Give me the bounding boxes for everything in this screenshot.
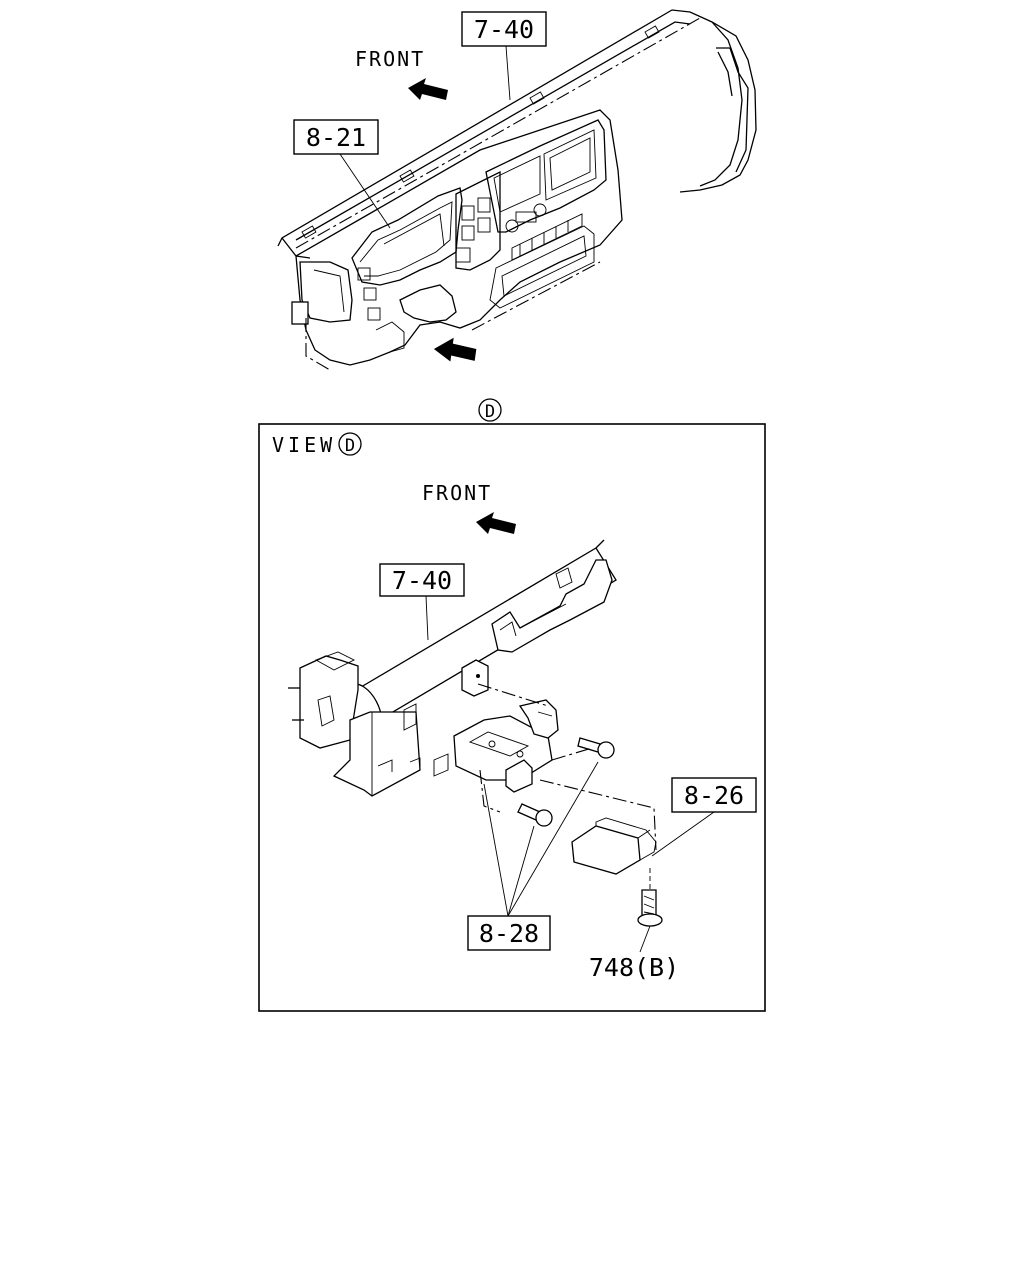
callout-7-40-top-label: 7-40 <box>474 15 534 44</box>
mounting-bracket-illustration <box>433 683 657 851</box>
callout-8-21-label: 8-21 <box>306 123 366 152</box>
front-label: FRONT <box>355 47 425 71</box>
view-marker-detail-letter: D <box>345 436 355 456</box>
dashboard-assembly-illustration <box>277 9 757 371</box>
callout-748b: 748(B) <box>589 925 679 982</box>
view-d-frame <box>258 423 766 1012</box>
front-label-detail: FRONT <box>422 481 492 505</box>
view-d-marker-detail: D <box>338 432 362 456</box>
callout-8-26-label: 8-26 <box>684 781 744 810</box>
circled-letter-icon-detail <box>338 432 362 456</box>
view-d-marker-top: D <box>478 398 502 422</box>
front-arrow-icon <box>408 78 448 100</box>
callout-7-40-detail-label: 7-40 <box>392 566 452 595</box>
callout-748b-label: 748(B) <box>589 953 679 982</box>
callout-8-28: 8-28 <box>467 761 599 951</box>
callout-8-26: 8-26 <box>651 777 757 857</box>
callout-8-21: 8-21 <box>293 119 391 229</box>
front-arrow-icon-detail <box>476 512 516 534</box>
bolt-icon <box>517 803 553 827</box>
bolt-icon <box>577 737 615 759</box>
callout-7-40-detail: 7-40 <box>379 563 465 641</box>
callout-7-40-top: 7-40 <box>461 11 547 101</box>
circled-letter-icon <box>478 398 502 422</box>
view-label: VIEW <box>272 433 336 457</box>
view-direction-arrow-icon <box>433 337 477 362</box>
view-marker-top-letter: D <box>485 402 495 422</box>
bolt-748b-icon <box>637 889 663 927</box>
callout-8-28-label: 8-28 <box>479 919 539 948</box>
bracket-8-26-illustration <box>571 817 663 927</box>
cross-beam-illustration <box>288 539 617 797</box>
